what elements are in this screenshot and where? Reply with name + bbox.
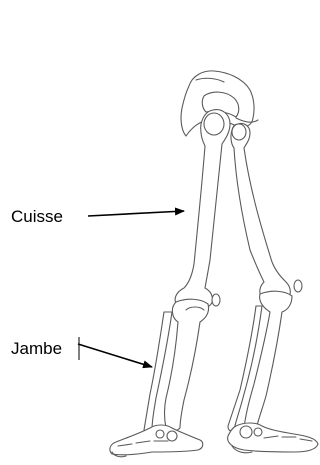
femur-back	[231, 123, 302, 304]
label-thigh: Cuisse	[11, 208, 63, 225]
tibia-fibula-back	[228, 291, 292, 432]
foot-front	[110, 425, 203, 457]
arrow-right-icon	[88, 211, 184, 216]
foot-back	[228, 423, 318, 453]
tibia-fibula-front	[144, 299, 209, 433]
label-leg: Jambe	[11, 340, 62, 357]
femur-front	[175, 110, 230, 311]
arrow-down-right-icon	[78, 344, 152, 367]
